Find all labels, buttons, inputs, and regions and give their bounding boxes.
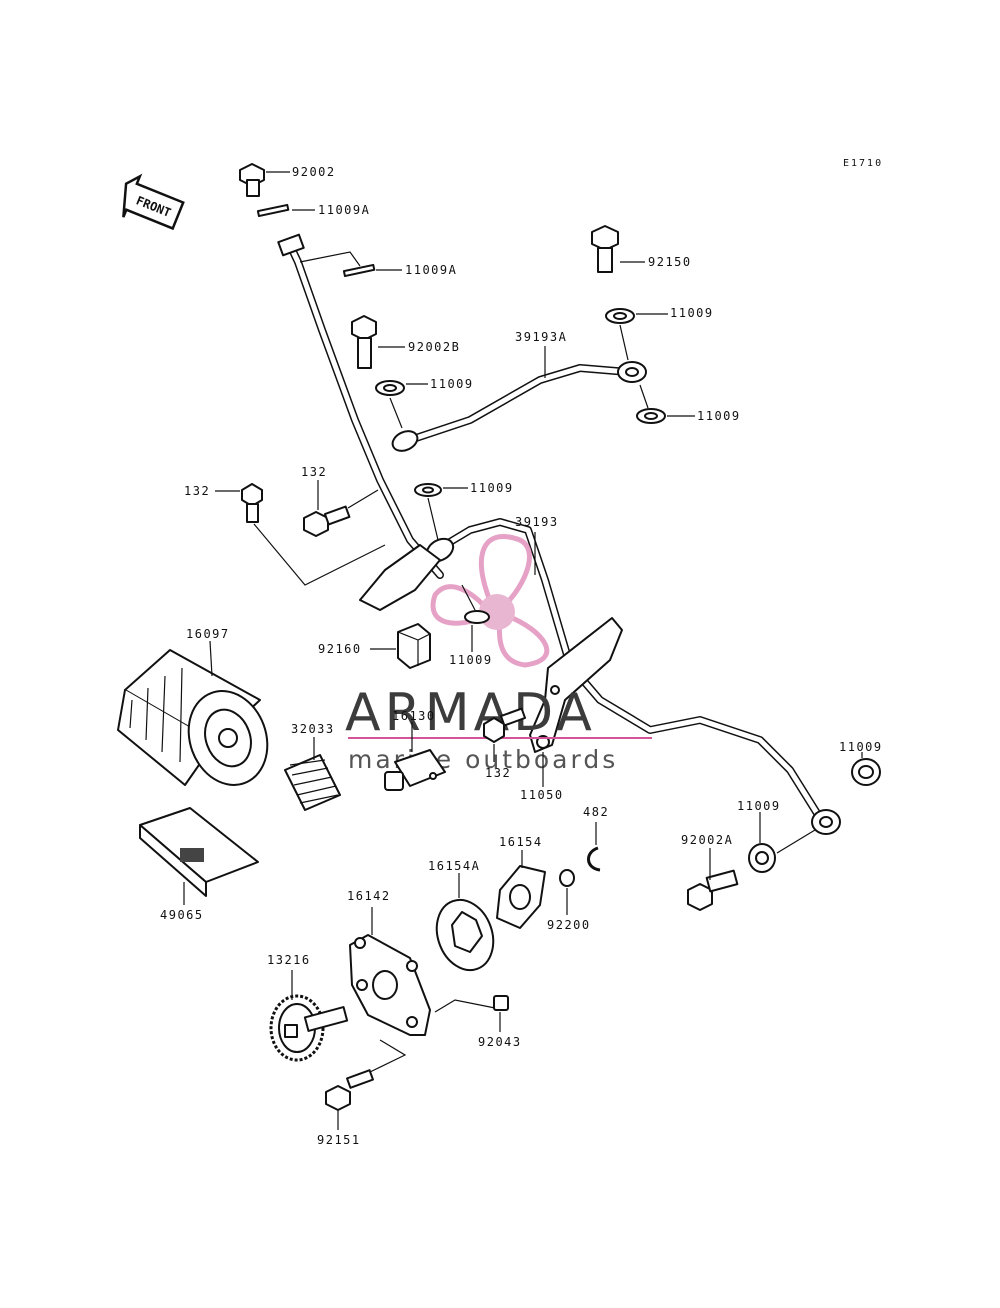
washer-11009-7	[748, 812, 816, 873]
bolt-92002B	[351, 315, 405, 369]
label-92043: 92043	[478, 1035, 522, 1049]
oil-filter-16097	[117, 640, 269, 786]
label-132-2: 132	[301, 465, 327, 479]
bolt-132-upper	[303, 480, 379, 537]
label-92150: 92150	[648, 255, 692, 269]
label-132-1: 132	[184, 484, 210, 498]
label-39193A: 39193A	[515, 330, 567, 344]
watermark-brand: ARMADA	[345, 683, 596, 743]
bolt-132-left	[215, 483, 386, 586]
washer-92200	[559, 869, 575, 915]
label-92002A: 92002A	[681, 833, 733, 847]
label-11009-4: 11009	[470, 481, 514, 495]
label-11009-7: 11009	[737, 799, 781, 813]
watermark-tagline: marine outboards	[348, 745, 618, 774]
label-92002B: 92002B	[408, 340, 460, 354]
label-32033: 32033	[291, 722, 335, 736]
label-13216: 13216	[267, 953, 311, 967]
oil-pipe-39193A	[391, 361, 647, 452]
spring-32033	[284, 737, 341, 811]
bolt-132-lower	[483, 707, 527, 762]
label-16142: 16142	[347, 889, 391, 903]
washer-11009-1	[605, 308, 668, 361]
label-132-3: 132	[485, 766, 511, 780]
label-482: 482	[583, 805, 609, 819]
label-16154: 16154	[499, 835, 543, 849]
label-49065: 49065	[160, 908, 204, 922]
label-92160: 92160	[318, 642, 362, 656]
washer-11009-4	[414, 483, 468, 541]
watermark-logo	[430, 534, 550, 668]
bolt-92002A	[687, 848, 739, 911]
washer-11009-2	[375, 380, 428, 429]
oil-pipe-upper	[277, 233, 444, 579]
front-arrow-icon: FRONT	[122, 173, 185, 231]
label-16154A: 16154A	[428, 859, 480, 873]
gear-13216	[269, 970, 349, 1062]
rotor-16154	[496, 850, 546, 929]
label-11009-2: 11009	[430, 377, 474, 391]
label-39193: 39193	[515, 515, 559, 529]
pin-92043	[434, 995, 509, 1032]
washer-11009A-1	[256, 203, 315, 218]
washer-11009A-2	[299, 251, 402, 278]
label-16097: 16097	[186, 627, 230, 641]
bolt-92151	[325, 1039, 407, 1130]
bolt-92150	[591, 225, 645, 273]
label-92151: 92151	[317, 1133, 361, 1147]
washer-11009-5	[461, 584, 490, 652]
oil-screen-49065	[139, 807, 259, 905]
washer-11009-6	[851, 752, 881, 786]
label-11009-5: 11009	[449, 653, 493, 667]
label-11009A-2: 11009A	[405, 263, 457, 277]
label-92002: 92002	[292, 165, 336, 179]
label-11009-1: 11009	[670, 306, 714, 320]
pipe-clamp-bracket	[359, 544, 441, 611]
label-11009-6: 11009	[839, 740, 883, 754]
circlip-482	[587, 822, 601, 872]
valve-16130	[384, 722, 446, 791]
label-11009-3: 11009	[697, 409, 741, 423]
label-11009A-1: 11009A	[318, 203, 370, 217]
label-92200: 92200	[547, 918, 591, 932]
label-16130: 16130	[392, 709, 436, 723]
block-92160	[370, 623, 431, 669]
rotor-16154A	[435, 873, 495, 972]
label-11050: 11050	[520, 788, 564, 802]
pump-cover-16142	[349, 907, 431, 1036]
bolt-92002	[239, 163, 290, 197]
diagram-code: E1710	[843, 158, 883, 169]
washer-11009-3	[636, 384, 695, 424]
